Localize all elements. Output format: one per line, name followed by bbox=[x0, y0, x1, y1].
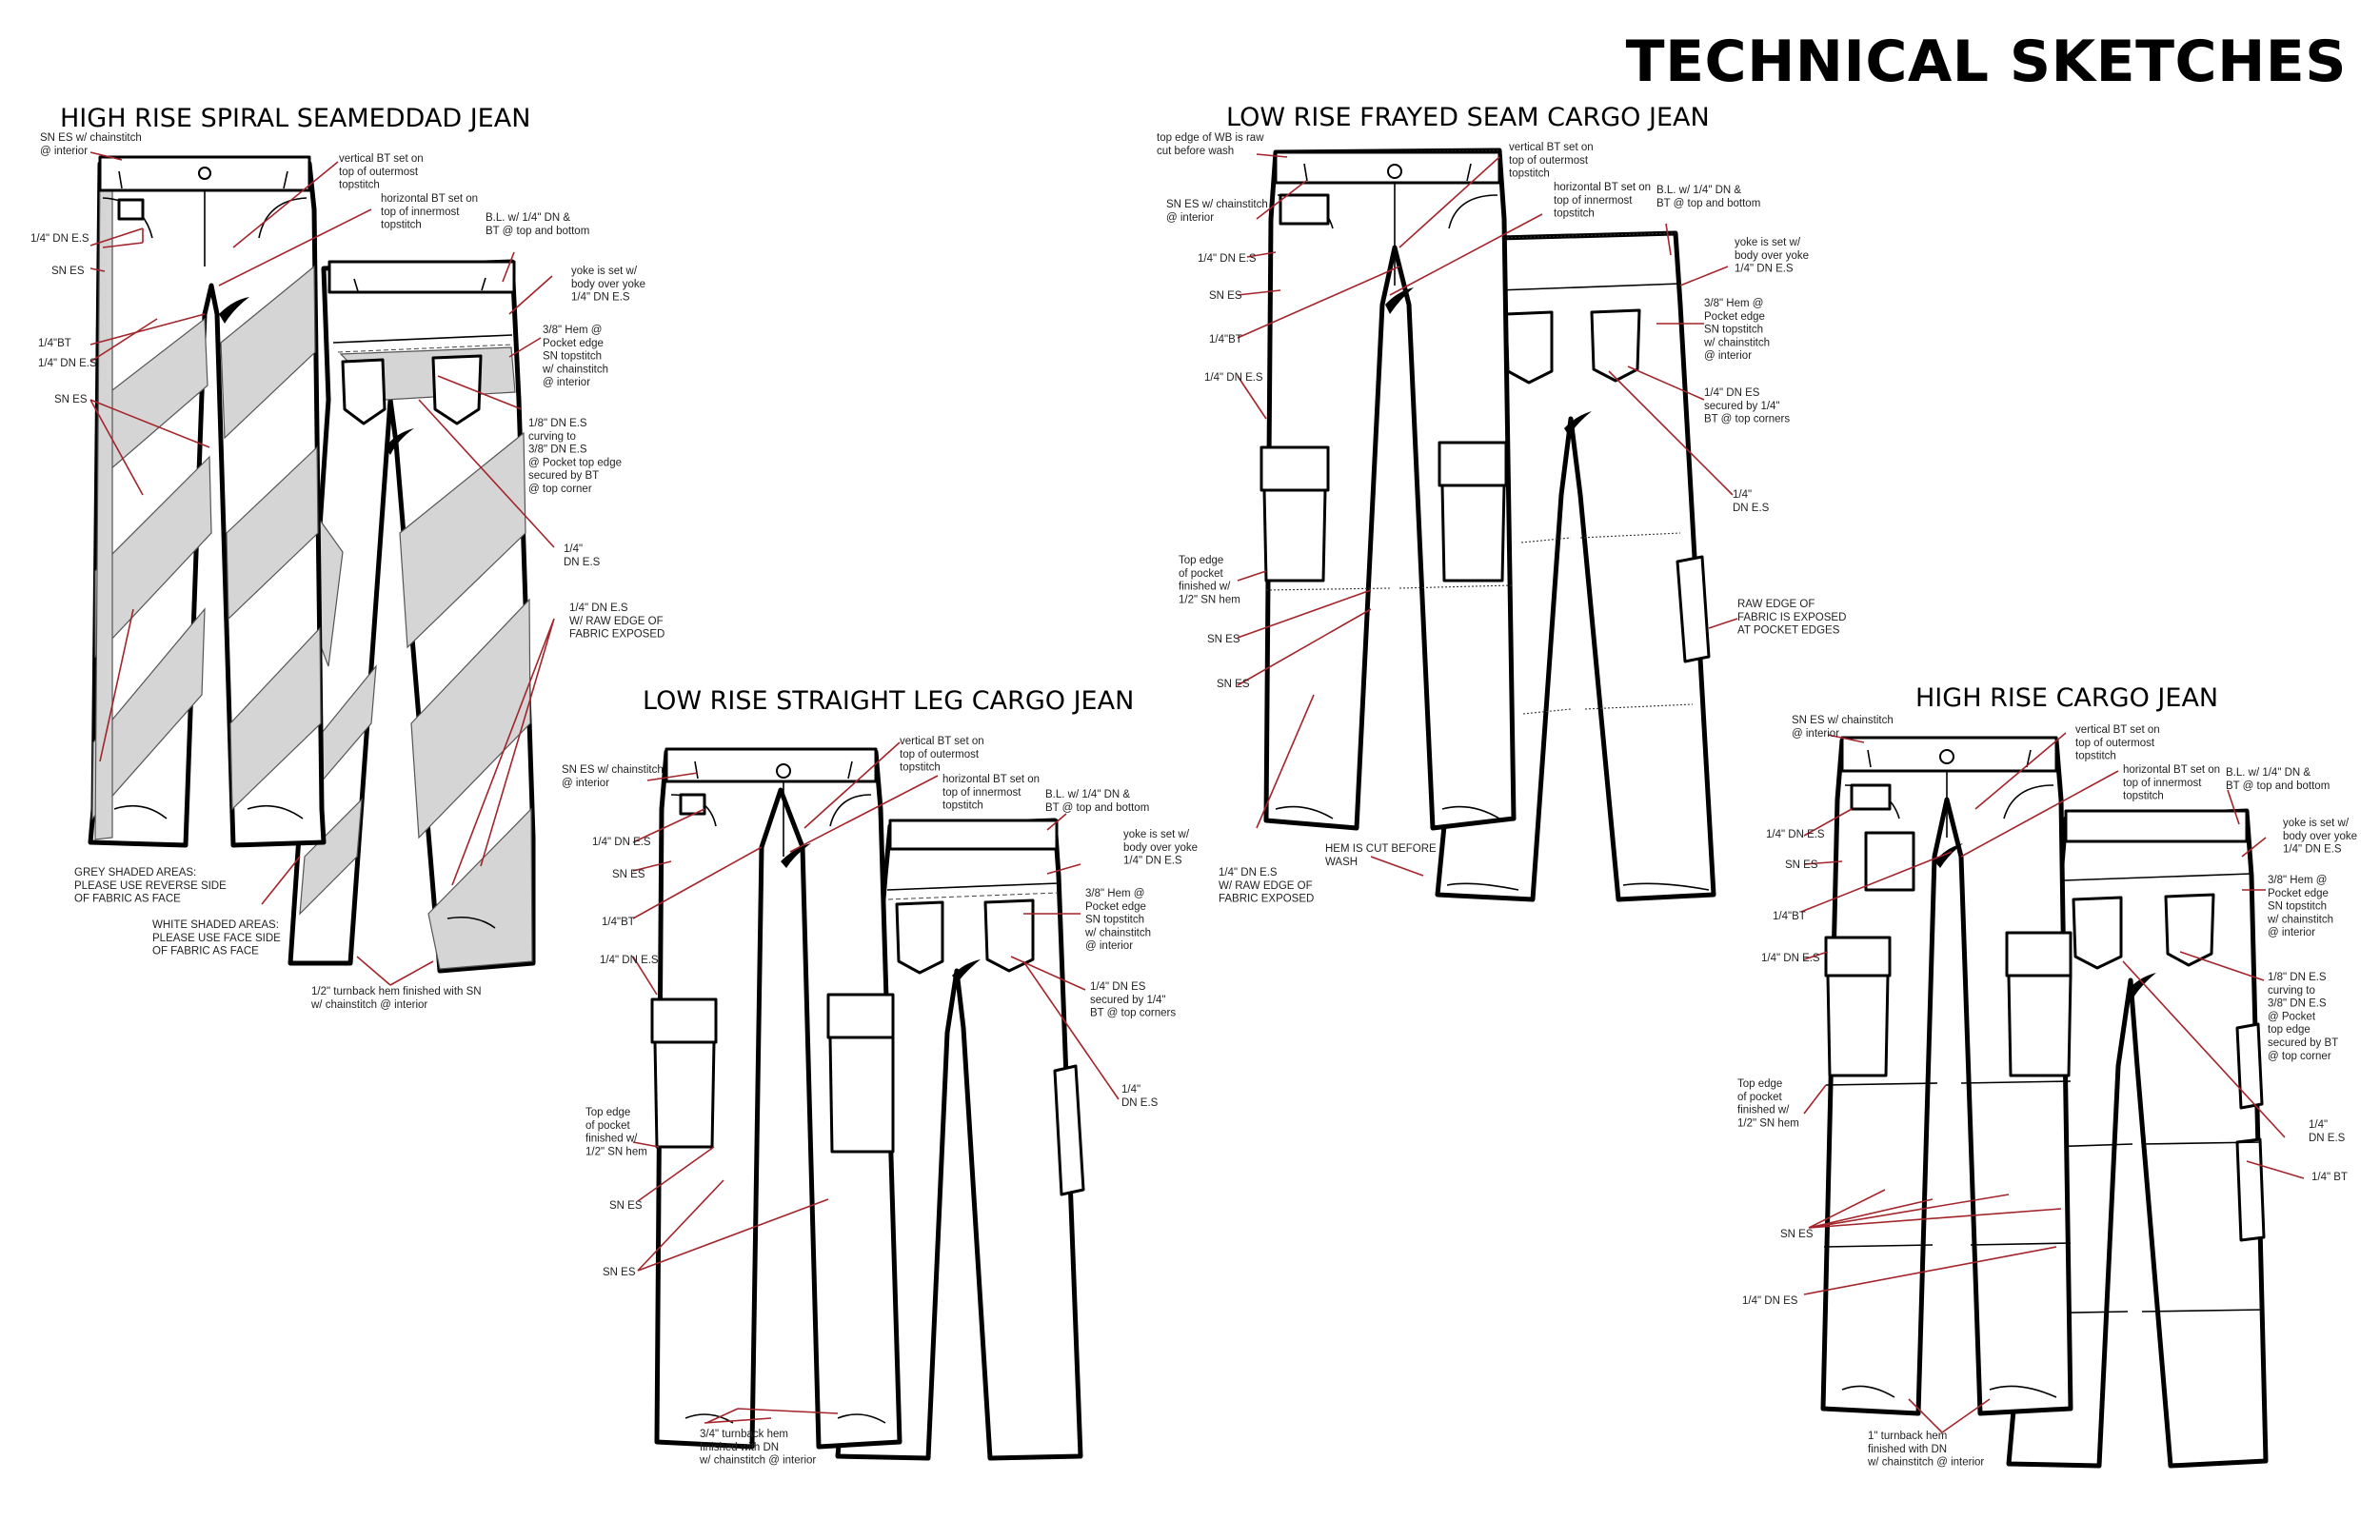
sketch-high-rise-cargo-jean: HIGH RISE CARGO JEAN bbox=[1737, 683, 2357, 1469]
note: 1/4" DN E.S bbox=[1204, 372, 1263, 384]
note: B.L. w/ 1/4" DN &BT @ top and bottom bbox=[1656, 185, 1760, 209]
page-title: TECHNICAL SKETCHES bbox=[1626, 29, 2347, 95]
note: 1/4" BT bbox=[2311, 1172, 2348, 1183]
sketch-title-frayed-cargo: LOW RISE FRAYED SEAM CARGO JEAN bbox=[1226, 103, 1710, 132]
frayed-cargo-leader-lines bbox=[1237, 153, 1738, 877]
spiral-leader-lines bbox=[89, 151, 555, 986]
high-rise-cargo-front-view bbox=[1820, 736, 2073, 1416]
note: 1/4"BT bbox=[1773, 911, 1806, 922]
note: SN ES w/ chainstitch@ interior bbox=[40, 132, 142, 157]
high-rise-cargo-back-view bbox=[2006, 808, 2269, 1469]
spiral-notes: SN ES w/ chainstitch@ interior 1/4" DN E… bbox=[30, 132, 664, 1011]
note: SN ES w/ chainstitch@ interior bbox=[1792, 715, 1894, 740]
note: SN ES bbox=[51, 266, 85, 277]
note: B.L. w/ 1/4" DN &BT @ top and bottom bbox=[486, 212, 589, 237]
note: 1/4"BT bbox=[1209, 334, 1242, 346]
note: 1/4"DN E.S bbox=[564, 543, 601, 568]
note: 1/4"BT bbox=[602, 917, 635, 928]
sketch-title-spiral: HIGH RISE SPIRAL SEAMEDDAD JEAN bbox=[60, 104, 530, 133]
note: SN ES bbox=[1785, 859, 1818, 871]
note: 1/4"DN E.S bbox=[2309, 1119, 2346, 1144]
note: 1/4" DN E.S bbox=[1198, 253, 1257, 265]
note: GREY SHADED AREAS:PLEASE USE REVERSE SID… bbox=[74, 867, 227, 905]
note: 1/4" DN E.S bbox=[592, 837, 651, 848]
sketch-frayed-cargo-jean: LOW RISE FRAYED SEAM CARGO JEAN bbox=[1157, 103, 1846, 905]
frayed-cargo-front-view bbox=[1259, 148, 1517, 831]
note: 1/4" DN E.S bbox=[38, 358, 97, 369]
note: B.L. w/ 1/4" DN &BT @ top and bottom bbox=[2226, 767, 2330, 792]
note: 1/4" DN E.S bbox=[1761, 953, 1820, 964]
note: 1/4" DN E.S bbox=[600, 955, 659, 966]
note: SN ES w/ chainstitch@ interior bbox=[562, 764, 664, 789]
note: SN ES bbox=[1217, 679, 1250, 690]
note: SN ES bbox=[609, 1200, 643, 1212]
spiral-front-view bbox=[88, 155, 327, 848]
spiral-back-view bbox=[288, 259, 536, 974]
straight-cargo-notes: SN ES w/ chainstitch@ interior 1/4" DN E… bbox=[562, 736, 1198, 1467]
note: 1/4"BT bbox=[38, 338, 71, 349]
note: 1/4"DN E.S bbox=[1733, 489, 1770, 514]
sketch-spiral-jean: HIGH RISE SPIRAL SEAMEDDAD JEAN bbox=[30, 104, 664, 1011]
note: SN ES bbox=[1209, 290, 1242, 302]
straight-cargo-front-view bbox=[650, 747, 902, 1450]
high-rise-cargo-notes: SN ES w/ chainstitch@ interior 1/4" DN E… bbox=[1737, 715, 2357, 1469]
note: 1/4" DN E.S bbox=[1766, 829, 1825, 840]
note: SN ES bbox=[1780, 1229, 1814, 1240]
note: SN ES bbox=[603, 1267, 636, 1278]
sketch-straight-cargo-jean: LOW RISE STRAIGHT LEG CARGO JEAN bbox=[562, 686, 1198, 1467]
straight-cargo-leader-lines bbox=[632, 741, 1120, 1424]
note: SN ES bbox=[1207, 634, 1240, 645]
note: SN ES bbox=[54, 394, 88, 405]
sketch-title-high-rise-cargo: HIGH RISE CARGO JEAN bbox=[1915, 683, 2218, 713]
high-rise-cargo-leader-lines bbox=[1800, 732, 2305, 1433]
note: B.L. w/ 1/4" DN &BT @ top and bottom bbox=[1045, 789, 1149, 814]
sketch-title-straight-cargo: LOW RISE STRAIGHT LEG CARGO JEAN bbox=[643, 686, 1134, 716]
note: SN ES bbox=[612, 869, 645, 880]
note: 1/4"DN E.S bbox=[1121, 1084, 1159, 1109]
note: 1/4" DN E.S bbox=[30, 233, 89, 245]
note: SN ES w/ chainstitch@ interior bbox=[1166, 199, 1268, 224]
note: 1/4" DN ES bbox=[1742, 1295, 1798, 1307]
